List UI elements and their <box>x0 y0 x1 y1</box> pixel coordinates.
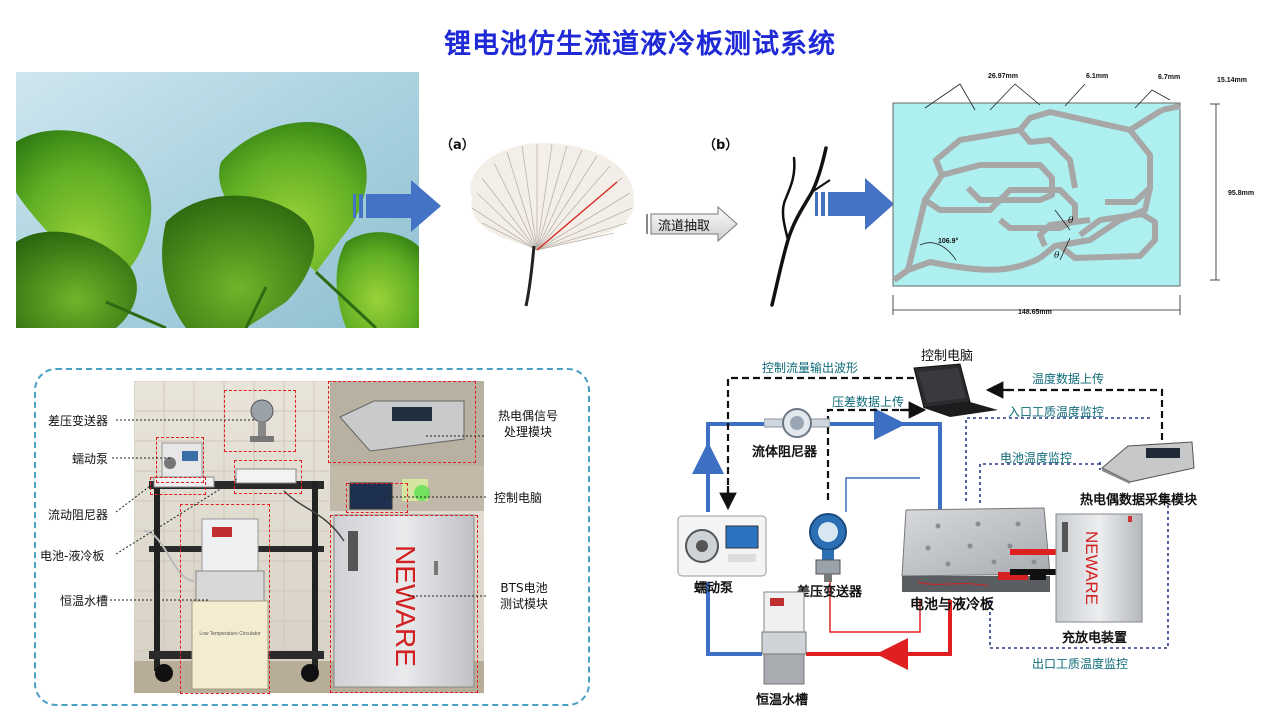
photo-label-pump: 蠕动泵 <box>72 452 109 466</box>
schematic-pressure-upload: 压差数据上传 <box>832 395 905 409</box>
peristaltic-pump-icon <box>677 515 767 577</box>
schematic-thermocouple-module: 热电偶数据采集模块 <box>1080 493 1198 508</box>
schematic-control-flow: 控制流量输出波形 <box>762 361 859 375</box>
ginkgo-leaves-photo <box>16 72 419 328</box>
highlight-battery-plate <box>234 460 302 494</box>
water-bath-icon <box>761 591 807 685</box>
dim-6-1: 6.1mm <box>1086 73 1108 80</box>
schematic-pressure-transmitter: 差压变送器 <box>797 585 863 600</box>
photo-label-damper: 流动阻尼器 <box>48 508 109 522</box>
dim-15-14: 15.14mm <box>1217 77 1247 84</box>
laptop-icon <box>913 363 998 417</box>
extract-label: 流道抽取 <box>658 219 711 234</box>
highlight-thermocouple <box>328 381 476 463</box>
schematic-charger: 充放电装置 <box>1062 631 1128 646</box>
thermocouple-module-icon <box>1101 441 1195 484</box>
highlight-damper <box>150 477 206 495</box>
extract-arrow: 流道抽取 <box>646 206 738 242</box>
schematic-battery-plate: 电池与液冷板 <box>910 597 994 613</box>
arrow-right-icon <box>353 180 441 232</box>
highlight-pump <box>156 437 204 483</box>
extracted-channel-sketch <box>770 146 831 307</box>
pressure-transmitter-icon <box>809 513 847 582</box>
charger-icon: NEWARE <box>1055 513 1143 623</box>
test-rig-photo: Low Temperature Circulator NEWARE <box>134 381 484 693</box>
photo-neware-text: NEWARE <box>390 545 421 667</box>
label-a: （a） <box>440 138 475 153</box>
highlight-pressure-transmitter <box>224 390 296 452</box>
page-title: 锂电池仿生流道液冷板测试系统 <box>444 29 836 60</box>
highlight-bts <box>330 515 478 693</box>
highlight-bath <box>180 504 270 694</box>
photo-label-control-pc: 控制电脑 <box>494 491 543 505</box>
ginkgo-leaf-veins <box>470 143 635 307</box>
dim-angle: 106.9° <box>938 237 959 245</box>
dim-26-97: 26.97mm <box>988 73 1018 80</box>
dim-width: 148.65mm <box>1018 309 1052 316</box>
dim-height: 95.8mm <box>1228 190 1254 197</box>
photo-panel-frame <box>34 368 590 706</box>
schematic-control-pc: 控制电脑 <box>921 349 974 364</box>
photo-label-thermocouple: 热电偶信号 处理模块 <box>488 408 568 440</box>
highlight-control-pc <box>346 483 408 513</box>
schematic-fluid-damper: 流体阻尼器 <box>752 445 818 460</box>
photo-label-pressure-transmitter: 差压变送器 <box>48 414 109 428</box>
theta-2: θ <box>1054 251 1060 261</box>
schematic-pump: 蠕动泵 <box>694 581 734 596</box>
schematic-inlet-monitor: 入口工质温度监控 <box>1008 405 1105 419</box>
schematic-battery-monitor: 电池温度监控 <box>1000 451 1073 465</box>
dim-6-7: 6.7mm <box>1158 74 1180 81</box>
theta-1: θ <box>1068 216 1074 226</box>
photo-label-bts-text: BTS电池 测试模块 <box>499 581 548 611</box>
fluid-damper-icon <box>764 408 830 438</box>
charger-neware-text: NEWARE <box>1082 531 1101 605</box>
photo-label-thermocouple-text: 热电偶信号 处理模块 <box>497 409 558 439</box>
battery-plate-icon <box>901 507 1051 592</box>
photo-label-battery-plate: 电池-液冷板 <box>40 549 105 563</box>
schematic-bath: 恒温水槽 <box>756 693 809 708</box>
schematic-outlet-monitor: 出口工质温度监控 <box>1032 657 1129 671</box>
photo-label-bath: 恒温水槽 <box>60 594 109 608</box>
arrow-right-icon-2 <box>815 178 894 230</box>
photo-label-bts: BTS电池 测试模块 <box>484 580 564 612</box>
label-b: （b） <box>703 138 739 153</box>
bath-tag: Low Temperature Circulator <box>199 631 261 637</box>
cold-plate-drawing: 26.97mm 6.1mm 6.7mm 15.14mm 95.8mm 148.6… <box>892 73 1254 316</box>
schematic-temp-upload: 温度数据上传 <box>1032 372 1105 386</box>
